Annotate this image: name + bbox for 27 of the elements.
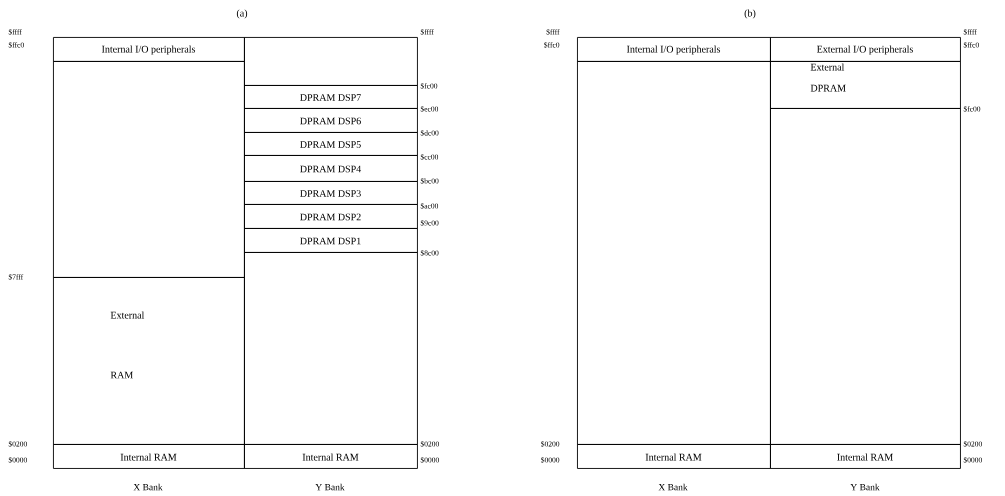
bank-label: Y Bank: [315, 483, 345, 491]
memory-region: External I/O peripherals: [770, 37, 961, 62]
empty-region: [577, 61, 771, 445]
memory-region: DPRAM DSP4: [244, 155, 418, 182]
memory-region: Internal RAM: [770, 444, 961, 469]
memory-region: DPRAM DSP1: [244, 228, 418, 253]
memory-region: External DPRAM: [770, 61, 961, 109]
memory-region: DPRAM DSP7: [244, 85, 418, 109]
empty-region: [244, 37, 418, 86]
memory-region: DPRAM DSP2: [244, 204, 418, 229]
memory-region: Internal RAM: [53, 444, 245, 469]
empty-region: [53, 61, 245, 278]
memory-region: DPRAM DSP6: [244, 108, 418, 133]
memory-region: Internal RAM: [244, 444, 418, 469]
memory-region: Internal I/O peripherals: [53, 37, 245, 62]
memory-region: External RAM: [53, 277, 245, 445]
panel-label: (b): [744, 9, 756, 19]
empty-region: [244, 252, 418, 445]
bank-label: Y Bank: [850, 483, 880, 491]
panel-label: (a): [236, 9, 248, 19]
empty-region: [770, 108, 961, 445]
memory-region: DPRAM DSP3: [244, 181, 418, 205]
memory-region: Internal I/O peripherals: [577, 37, 771, 62]
bank-label: X Bank: [658, 483, 688, 491]
memory-region: DPRAM DSP5: [244, 132, 418, 156]
bank-label: X Bank: [133, 483, 163, 491]
memory-region: Internal RAM: [577, 444, 771, 469]
